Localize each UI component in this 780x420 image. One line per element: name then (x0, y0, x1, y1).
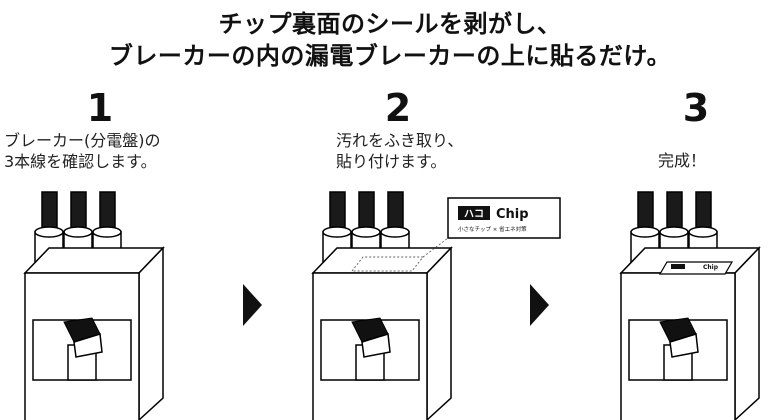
step-1-number: 1 (86, 86, 114, 130)
breaker-icon (312, 191, 452, 420)
arrow-right-icon (530, 284, 549, 326)
headline-line-2: ブレーカーの内の漏電ブレーカーの上に貼るだけ。 (108, 42, 672, 70)
step-3-number: 3 (682, 86, 710, 130)
chip-name-text: Chip (496, 207, 529, 222)
chip-logo-text: ハコ (464, 209, 484, 220)
breaker-icon (620, 191, 760, 420)
step-3-caption: 完成！ (658, 150, 706, 171)
step-2-caption-line-2: 貼り付けます。 (336, 152, 447, 171)
step-3-caption-line-1: 完成！ (658, 151, 707, 170)
chip-name-text-attached: Chip (703, 264, 719, 271)
step-2-caption: 汚れをふき取り、 貼り付けます。 (336, 130, 463, 172)
chip-label-icon: ハコ Chip 小さなチップ × 省エネ対策 (447, 197, 561, 239)
arrow-right-icon (243, 284, 262, 326)
chip-tagline-text: 小さなチップ × 省エネ対策 (458, 225, 527, 233)
step-2-caption-line-1: 汚れをふき取り、 (336, 131, 464, 150)
headline-line-1: チップ裏面のシールを剥がし、 (218, 10, 562, 38)
step-1-caption-line-2: 3本線を確認します。 (4, 152, 157, 171)
step-1-caption: ブレーカー(分電盤)の 3本線を確認します。 (4, 130, 161, 172)
step-2-number: 2 (384, 86, 412, 130)
breaker-icon (24, 191, 164, 420)
chip-label-attached-icon: Chip (658, 261, 734, 275)
step-1-caption-line-1: ブレーカー(分電盤)の (4, 131, 161, 150)
